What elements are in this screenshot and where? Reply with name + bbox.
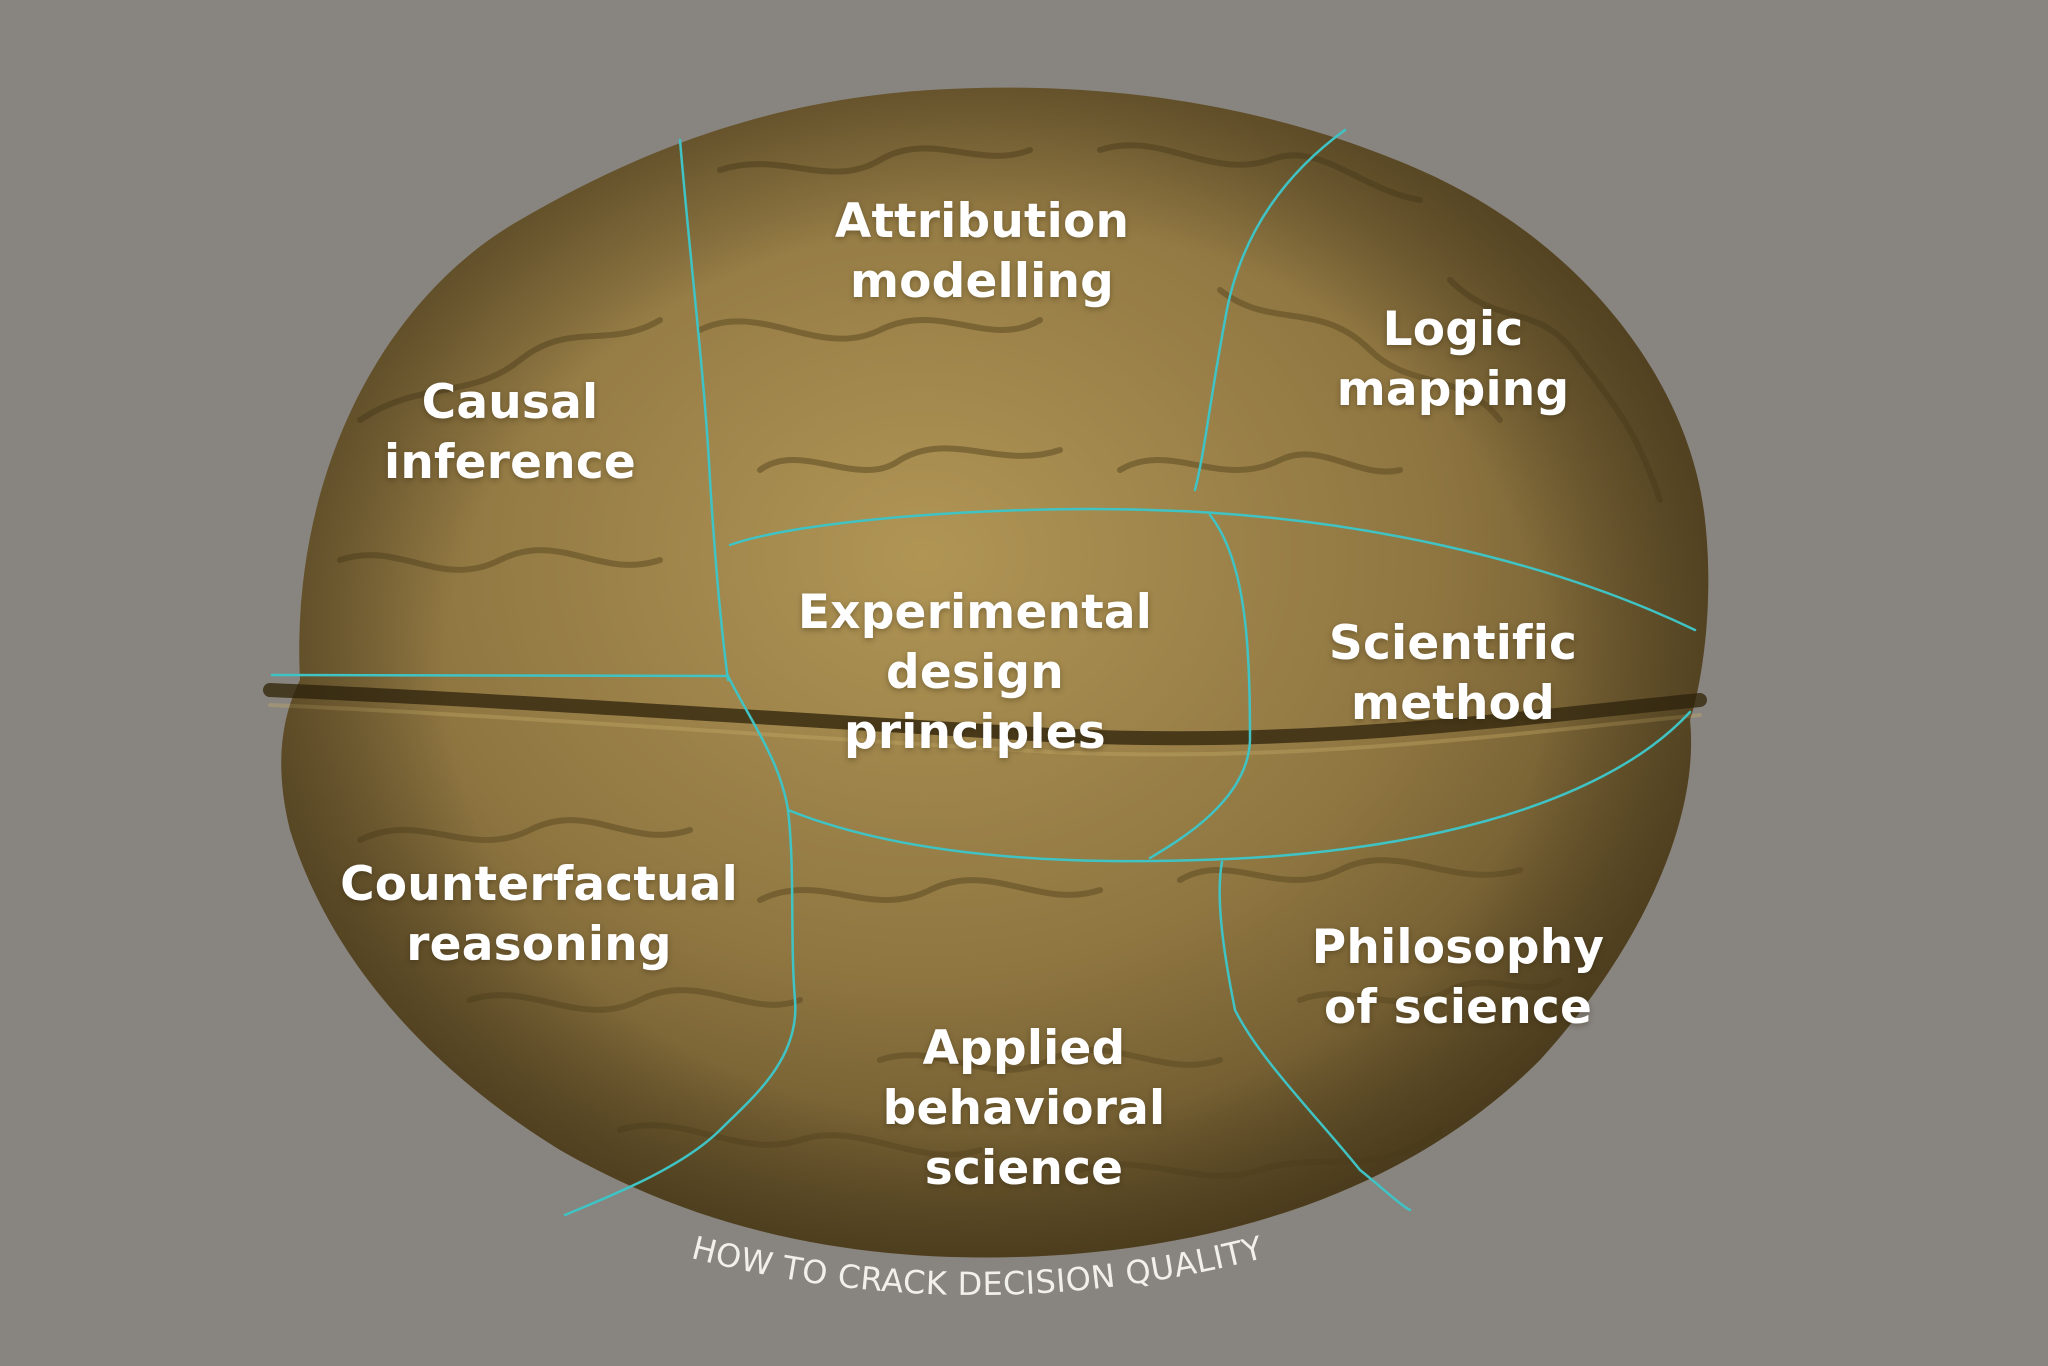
region-label-scientific-method: Scientific method xyxy=(1328,616,1578,731)
divider-vertical-center xyxy=(1148,513,1252,860)
region-label-experimental-design-principles: Experimental design principles xyxy=(797,585,1153,760)
region-label-applied-behavioral-science: Applied behavioral science xyxy=(882,1021,1166,1196)
divider-vertical-left-upper xyxy=(678,138,730,682)
divider-vertical-left-lower xyxy=(563,674,797,1217)
region-label-logic-mapping: Logic mapping xyxy=(1336,302,1570,417)
divider-horizontal-middle xyxy=(728,507,1697,632)
divider-horizontal-left xyxy=(270,673,730,678)
divider-horizontal-lower xyxy=(786,710,1692,863)
region-label-attribution-modelling: Attribution modelling xyxy=(834,194,1130,309)
divider-vertical-right-upper xyxy=(1193,128,1347,492)
region-label-counterfactual-reasoning: Counterfactual reasoning xyxy=(340,857,738,972)
walnut-shell xyxy=(263,87,1709,1258)
region-label-philosophy-of-science: Philosophy of science xyxy=(1311,920,1605,1035)
region-divider-lines xyxy=(270,128,1697,1217)
divider-vertical-right-lower xyxy=(1218,860,1412,1212)
region-label-causal-inference: Causal inference xyxy=(384,375,636,490)
